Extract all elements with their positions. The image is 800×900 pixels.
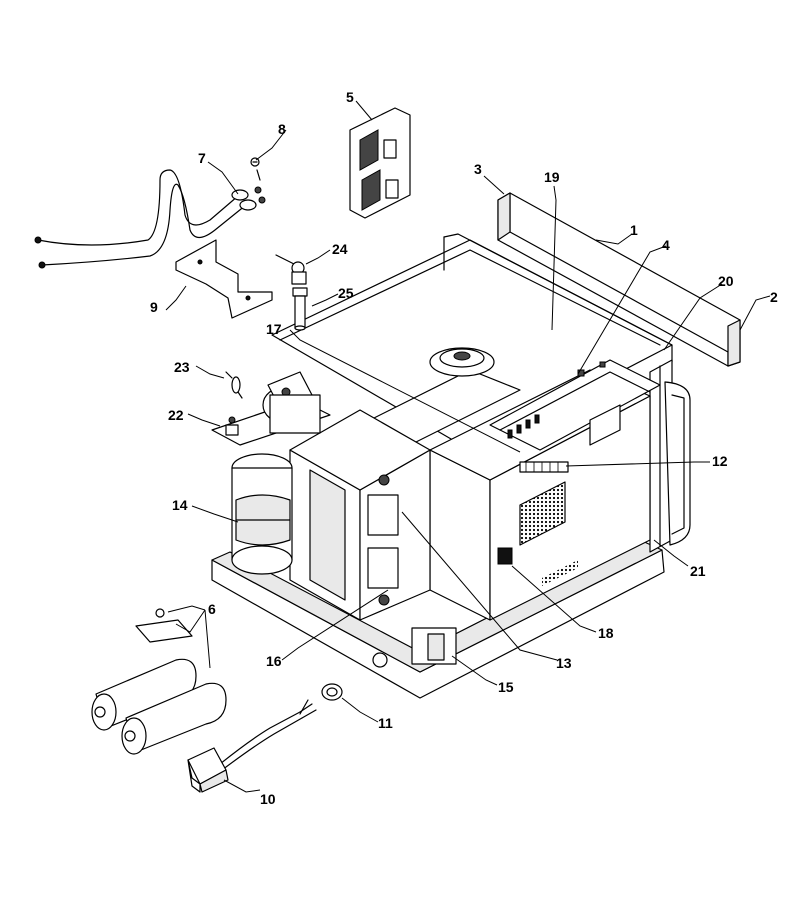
door-trim-strip [497, 192, 741, 367]
switch [497, 547, 513, 565]
callout-5: 5 [346, 89, 354, 105]
chassis-assembly [0, 0, 691, 699]
leader-lines [165, 100, 771, 793]
callout-13: 13 [556, 655, 572, 671]
callout-9: 9 [150, 299, 158, 315]
grommet [321, 683, 343, 701]
callout-6: 6 [208, 601, 216, 617]
callout-12: 12 [712, 453, 728, 469]
callout-20: 20 [718, 273, 734, 289]
fan-motor-assembly [211, 371, 331, 446]
wire-harness [34, 169, 266, 269]
vent-mesh-1 [520, 482, 565, 545]
thermal-fuse [275, 254, 307, 285]
transformer [231, 453, 293, 575]
callout-18: 18 [598, 625, 614, 641]
callout-4: 4 [662, 237, 670, 253]
small-transformer [411, 627, 457, 665]
callout-8: 8 [278, 121, 286, 137]
callout-1: 1 [630, 222, 638, 238]
callout-25: 25 [338, 285, 354, 301]
control-pcb [489, 359, 661, 451]
callout-23: 23 [174, 359, 190, 375]
callout-19: 19 [544, 169, 560, 185]
callout-labels: 1 2 3 4 5 6 7 8 9 10 11 12 13 14 15 16 1… [150, 89, 778, 807]
callout-21: 21 [690, 563, 706, 579]
callout-16: 16 [266, 653, 282, 669]
door-frame [664, 381, 691, 546]
callout-11: 11 [378, 715, 393, 731]
terminal-22 [225, 416, 239, 436]
bracket [175, 239, 273, 319]
callout-2: 2 [770, 289, 778, 305]
callout-10: 10 [260, 791, 276, 807]
relay-board [349, 107, 411, 219]
terminal-strip [519, 461, 569, 473]
capacitors [91, 608, 227, 755]
fuse [225, 371, 243, 399]
callout-3: 3 [474, 161, 482, 177]
callout-7: 7 [198, 150, 206, 166]
callout-24: 24 [332, 241, 348, 257]
sensor [292, 287, 308, 331]
callout-15: 15 [498, 679, 514, 695]
vent-mesh-2 [542, 560, 578, 586]
screw-8 [250, 157, 261, 181]
callout-14: 14 [172, 497, 188, 513]
callout-22: 22 [168, 407, 184, 423]
power-cord [187, 699, 317, 793]
callout-17: 17 [266, 321, 282, 337]
